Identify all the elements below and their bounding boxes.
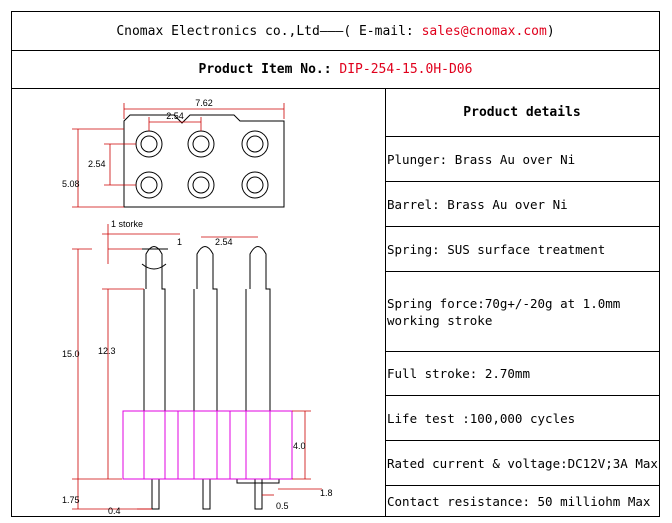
pitch-front: 2.54 bbox=[215, 237, 233, 247]
details-title: Product details bbox=[385, 89, 659, 137]
body-height: 12.3 bbox=[98, 346, 116, 356]
detail-plunger: Plunger: Brass Au over Ni bbox=[385, 137, 659, 182]
tail-middle bbox=[202, 478, 211, 510]
sleeve bbox=[122, 410, 293, 480]
datasheet: Cnomax Electronics co.,Ltd———( E-mail: s… bbox=[11, 11, 660, 517]
tip-diameter: 0.4 bbox=[108, 506, 121, 516]
top-hole bbox=[187, 171, 215, 199]
dim-side-height: 5.08 bbox=[62, 179, 80, 189]
detail-rated-current: Rated current & voltage:DC12V;3A Max bbox=[385, 441, 659, 486]
dim-top-pitch: 2.54 bbox=[166, 111, 184, 121]
pin-diameter: 0.5 bbox=[276, 501, 289, 511]
tail-left bbox=[151, 478, 160, 510]
top-hole bbox=[241, 171, 269, 199]
top-hole bbox=[135, 130, 163, 158]
dim-top-width: 7.62 bbox=[195, 98, 213, 108]
top-hole bbox=[187, 130, 215, 158]
technical-drawing: 7.62 2.54 2.54 5.08 1 storke 1 2.54 15.0… bbox=[12, 89, 386, 516]
dimension-lines bbox=[72, 103, 322, 510]
email-prefix: ( E-mail: bbox=[343, 23, 422, 39]
detail-full-stroke: Full stroke: 2.70mm bbox=[385, 352, 659, 396]
top-hole bbox=[241, 130, 269, 158]
top-view-outline bbox=[123, 114, 285, 208]
header-dash: ——— bbox=[319, 23, 344, 39]
barrel-diameter: 1.8 bbox=[320, 488, 333, 498]
detail-contact-resistance: Contact resistance: 50 milliohm Max bbox=[387, 493, 651, 509]
pin-right bbox=[245, 246, 271, 480]
drawing-svg: 7.62 2.54 2.54 5.08 1 storke 1 2.54 15.0… bbox=[62, 98, 333, 516]
pin-middle bbox=[193, 246, 218, 480]
product-item-label: Product Item No.: bbox=[198, 61, 340, 77]
product-item-header: Product Item No.: DIP-254-15.0H-D06 bbox=[12, 50, 659, 89]
product-item-value: DIP-254-15.0H-D06 bbox=[339, 61, 473, 77]
product-details-table: Product details Plunger: Brass Au over N… bbox=[385, 89, 659, 516]
tail-length: 1.75 bbox=[62, 495, 80, 505]
detail-barrel: Barrel: Brass Au over Ni bbox=[385, 182, 659, 227]
stroke-value: 1 bbox=[177, 237, 182, 247]
email-suffix: ) bbox=[546, 23, 555, 39]
stroke-label: 1 storke bbox=[111, 219, 143, 229]
top-hole bbox=[135, 171, 163, 199]
dim-side-pitch: 2.54 bbox=[88, 159, 106, 169]
company-name: Cnomax Electronics co.,Ltd bbox=[116, 23, 320, 39]
total-height: 15.0 bbox=[62, 349, 80, 359]
email-link[interactable]: sales@cnomax.com bbox=[421, 23, 547, 39]
detail-spring: Spring: SUS surface treatment bbox=[385, 227, 659, 272]
pin-left bbox=[143, 246, 166, 480]
company-header: Cnomax Electronics co.,Ltd———( E-mail: s… bbox=[12, 12, 659, 51]
sleeve-height: 4.0 bbox=[293, 441, 306, 451]
detail-life-test: Life test :100,000 cycles bbox=[385, 396, 659, 441]
detail-spring-force: Spring force:70g+/-20g at 1.0mm working … bbox=[385, 272, 659, 352]
